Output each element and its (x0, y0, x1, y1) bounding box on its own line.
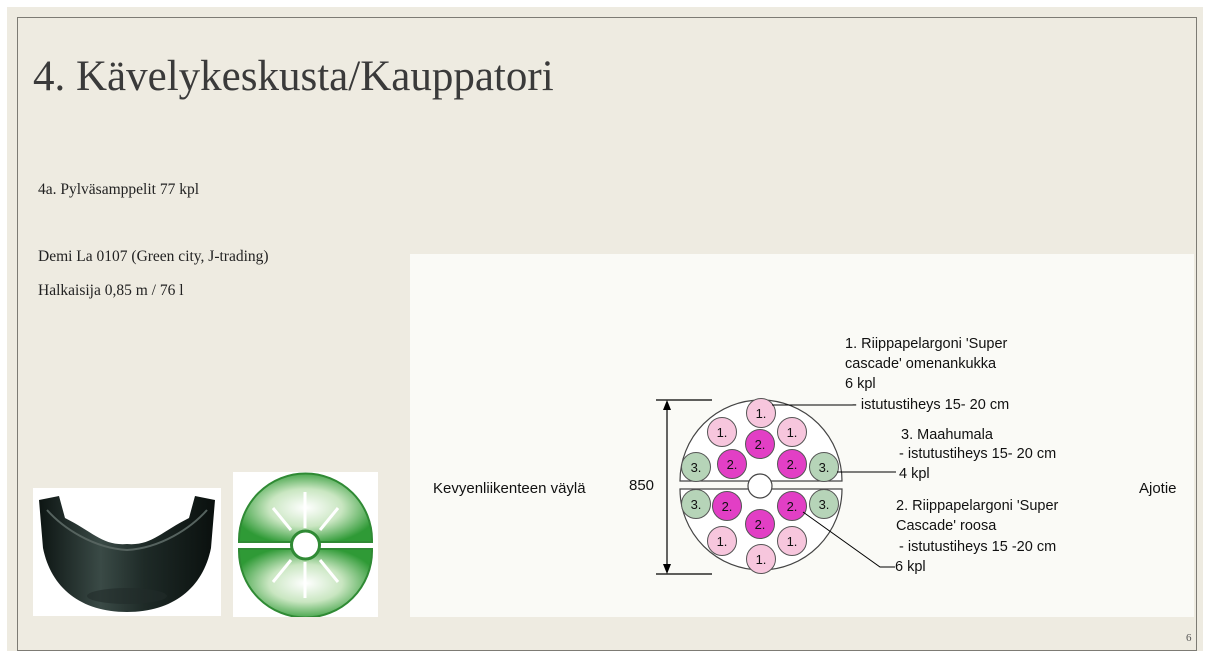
plant1-circle (777, 417, 807, 447)
arrow-down-icon (663, 564, 671, 574)
plant1-marker-label: 1. (756, 552, 767, 567)
slide-frame (17, 17, 1197, 651)
planter-top-view (233, 472, 378, 619)
plant1-line2: cascade' omenankukka (845, 356, 997, 372)
plant3-circle (681, 452, 711, 482)
legend-plant2: 2. Riippapelargoni 'Super Cascade' roosa… (895, 498, 1059, 575)
plant3-circle (809, 452, 839, 482)
plant3-line2: - istutustiheys 15- 20 cm (899, 446, 1056, 462)
plant1-line3: 6 kpl (845, 376, 876, 392)
plant2-circle (712, 491, 742, 521)
arrow-up-icon (663, 400, 671, 410)
green-planter-image (238, 472, 373, 619)
diameter-text: Halkaisija 0,85 m / 76 l (38, 282, 184, 299)
product-text: Demi La 0107 (Green city, J-trading) (38, 248, 269, 265)
plant2-marker-label: 2. (787, 457, 798, 472)
plant3-marker-label: 3. (691, 497, 702, 512)
plant3-line3: 4 kpl (899, 466, 930, 482)
plant2-marker-label: 2. (727, 457, 738, 472)
plant3-marker-label: 3. (819, 460, 830, 475)
plant1-circle (707, 417, 737, 447)
slide-title: 4. Kävelykeskusta/Kauppatori (33, 53, 554, 100)
plant2-circle (745, 429, 775, 459)
plant1-marker-label: 1. (787, 534, 798, 549)
plant2-circle (717, 449, 747, 479)
planting-diagram: Kevyenliikenteen väylä Ajotie 850 1.1.1.… (433, 336, 1177, 575)
plant2-marker-label: 2. (755, 437, 766, 452)
center-hole (747, 473, 773, 499)
plant2-circle (745, 509, 775, 539)
left-label: Kevyenliikenteen väylä (433, 480, 586, 497)
plant3-line1: 3. Maahumala (901, 427, 994, 443)
plant1-circle (707, 526, 737, 556)
dimension-label: 850 (629, 477, 654, 494)
plant1-marker-label: 1. (717, 425, 728, 440)
page-number: 6 (1186, 632, 1192, 644)
plant1-marker-label: 1. (756, 406, 767, 421)
plant-markers: 1. 1. 1. 2. 2. 2. 3. 3. 3. 3. 2. 2. 2. 1. 1. 1. (681, 398, 839, 574)
plant1-line1: 1. Riippapelargoni 'Super (845, 336, 1008, 352)
plant2-line2: Cascade' roosa (896, 518, 997, 534)
planter-photo (33, 488, 221, 616)
legend-plant1: 1. Riippapelargoni 'Super cascade' omena… (845, 336, 1009, 413)
plant2-line1: 2. Riippapelargoni 'Super (896, 498, 1059, 514)
plant2-line4: 6 kpl (895, 559, 926, 575)
plant1-circle (777, 526, 807, 556)
legend-plant3: 3. Maahumala - istutustiheys 15- 20 cm 4… (899, 427, 1056, 482)
plant3-marker-label: 3. (691, 460, 702, 475)
right-label: Ajotie (1139, 480, 1177, 497)
plant3-circle (809, 489, 839, 519)
plant2-circle (777, 449, 807, 479)
black-planter-image (39, 496, 215, 612)
plant1-circle (746, 544, 776, 574)
plant2-marker-label: 2. (787, 499, 798, 514)
plant1-circle (746, 398, 776, 428)
plant2-line3: - istutustiheys 15 -20 cm (899, 539, 1056, 555)
diagram-panel: Kevyenliikenteen väylä Ajotie 850 1.1.1.… (410, 254, 1194, 617)
plant3-marker-label: 3. (819, 497, 830, 512)
plant1-marker-label: 1. (717, 534, 728, 549)
plant1-marker-label: 1. (787, 425, 798, 440)
plant3-circle (681, 489, 711, 519)
subtitle-text: 4a. Pylväsamppelit 77 kpl (38, 181, 200, 198)
plant2-marker-label: 2. (722, 499, 733, 514)
plant1-line4: - istutustiheys 15- 20 cm (852, 397, 1009, 413)
dimension-line (656, 399, 712, 575)
plant2-circle (777, 491, 807, 521)
plant2-marker-label: 2. (755, 517, 766, 532)
leader-lines (772, 404, 896, 568)
